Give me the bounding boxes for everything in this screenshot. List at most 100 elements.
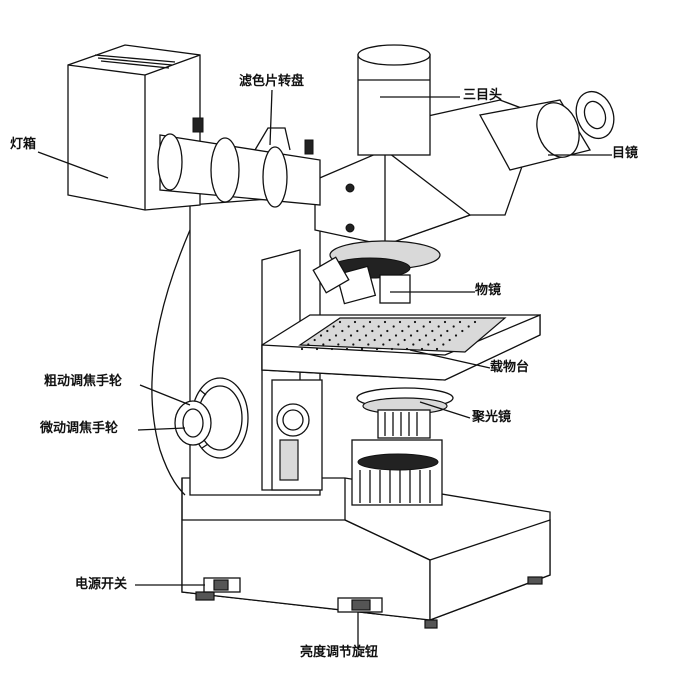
stage-hole	[326, 329, 329, 333]
foot-right	[424, 619, 438, 629]
stage-hole	[358, 338, 361, 342]
leader-stage	[409, 349, 491, 369]
stage-hole	[341, 329, 344, 333]
stage-hole	[431, 329, 434, 333]
stage-hole	[397, 343, 400, 346]
stage-grid	[300, 320, 477, 351]
stage-hole	[322, 343, 325, 346]
leader-lamp-box	[37, 151, 109, 179]
stage-hole	[418, 338, 421, 342]
light-source-housing	[351, 439, 443, 506]
stage-hole	[390, 347, 394, 351]
stage-hole	[377, 325, 380, 328]
stage-hole	[313, 338, 316, 342]
stage-hole	[338, 320, 342, 324]
label-power-switch: 电源开关	[75, 577, 128, 592]
stage-hole	[367, 343, 370, 346]
label-coarse-focus: 粗动调焦手轮	[44, 374, 123, 389]
stage-hole	[371, 329, 374, 333]
stage-hole	[337, 343, 340, 346]
stage-hole	[435, 347, 439, 351]
stage-hole	[345, 347, 349, 351]
stage-hole	[442, 343, 445, 346]
label-trinocular-head: 三目头	[463, 88, 503, 103]
stage-hole	[422, 325, 425, 328]
leader-fine-focus	[137, 427, 186, 431]
label-brightness-knob: 亮度调节旋钮	[300, 645, 379, 660]
stage-hole	[360, 347, 364, 351]
stage-hole	[352, 343, 355, 346]
stage-hole	[467, 325, 470, 328]
stage-hole	[379, 334, 383, 337]
base	[181, 477, 551, 629]
stage-knob[interactable]	[276, 403, 310, 437]
stage-hole	[330, 347, 334, 351]
stage-hole	[407, 325, 410, 328]
stage-hole	[401, 329, 404, 333]
stage-hole	[356, 329, 359, 333]
stage-hole	[364, 334, 368, 337]
stage-hole	[347, 325, 350, 328]
stage-hole	[315, 347, 319, 351]
stage-hole	[437, 325, 440, 328]
stage-hole	[412, 343, 415, 346]
stage-hole	[383, 320, 387, 324]
leader-filter-turret	[269, 89, 273, 146]
stage-hole	[386, 329, 389, 333]
label-lamp-box: 灯箱	[10, 137, 37, 152]
stage-hole	[343, 338, 346, 342]
stage-hole	[413, 320, 417, 324]
condenser	[356, 387, 454, 439]
stage-hole	[461, 329, 464, 333]
stage-hole	[349, 334, 353, 337]
stage-hole	[388, 338, 391, 342]
stage-hole	[392, 325, 395, 328]
filter-turret[interactable]	[192, 117, 314, 155]
stage-hole	[427, 343, 430, 346]
foot-back	[527, 576, 543, 585]
eyepiece	[479, 90, 615, 171]
label-eyepiece: 目镜	[612, 146, 639, 161]
nosepiece	[329, 240, 441, 279]
power-cord	[151, 229, 191, 496]
stage-hole	[403, 338, 406, 342]
stage-hole	[307, 343, 310, 346]
stage-hole	[300, 347, 304, 351]
label-stage: 载物台	[490, 360, 530, 375]
stage-hole	[332, 325, 335, 328]
stage-hole	[409, 334, 413, 337]
stage-hole	[353, 320, 357, 324]
leader-condenser	[419, 401, 471, 419]
stage-hole	[398, 320, 402, 324]
objective	[312, 256, 411, 305]
power-switch[interactable]	[203, 577, 241, 593]
stage-hole	[433, 338, 436, 342]
label-condenser: 聚光镜	[472, 410, 512, 425]
stage-hole	[452, 325, 455, 328]
fine-focus-knob[interactable]	[174, 400, 212, 446]
stage-hole	[362, 325, 365, 328]
label-fine-focus: 微动调焦手轮	[40, 421, 119, 436]
stage-hole	[458, 320, 462, 324]
stage-hole	[382, 343, 385, 346]
stage-hole	[375, 347, 379, 351]
stage-hole	[448, 338, 451, 342]
stage-hole	[424, 334, 428, 337]
stage-hole	[454, 334, 458, 337]
stage-hole	[443, 320, 447, 324]
stage-hole	[334, 334, 338, 337]
stage-hole	[319, 334, 323, 337]
stage-hole	[473, 320, 477, 324]
illuminator-tube	[157, 133, 321, 208]
leader-coarse-focus	[139, 384, 191, 406]
stage-hole	[373, 338, 376, 342]
stage-hole	[428, 320, 432, 324]
stage-hole	[420, 347, 424, 351]
brightness-knob[interactable]	[337, 597, 383, 613]
stage-hole	[439, 334, 443, 337]
label-objective: 物镜	[475, 283, 502, 298]
stage-hole	[405, 347, 409, 351]
stage-hole	[416, 329, 419, 333]
